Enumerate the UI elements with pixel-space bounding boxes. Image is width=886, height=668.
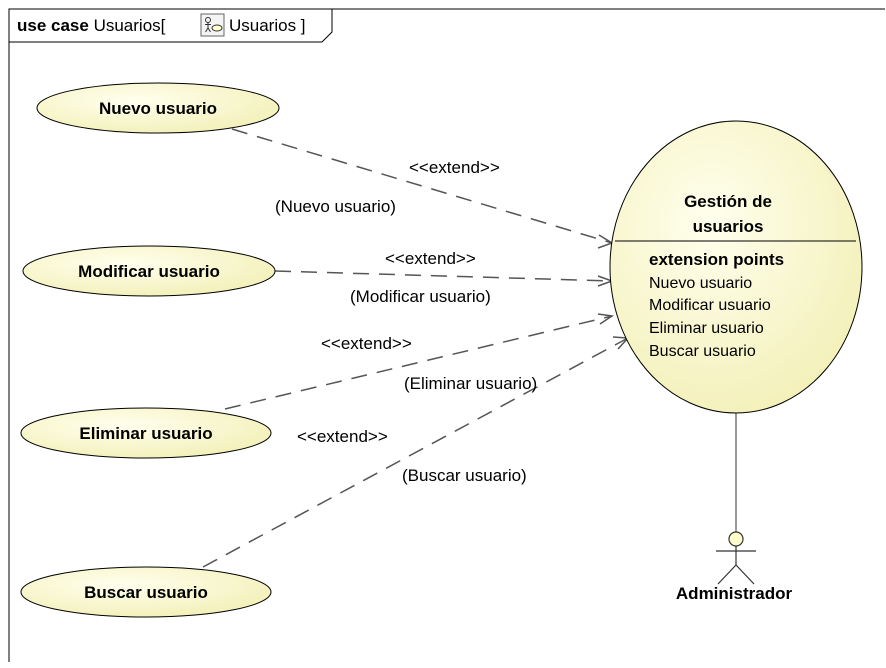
actor-label: Administrador xyxy=(676,584,793,603)
usecase-eliminar-usuario[interactable]: Eliminar usuario xyxy=(20,407,272,459)
extend-line-buscar xyxy=(202,337,629,568)
main-usecase-title-line2: usuarios xyxy=(693,217,764,236)
extend-condition-buscar: (Buscar usuario) xyxy=(402,466,527,485)
usecase-label: Modificar usuario xyxy=(78,262,220,281)
extend-stereotype-modificar: <<extend>> xyxy=(385,249,476,268)
extend-condition-modificar: (Modificar usuario) xyxy=(350,287,491,306)
frame-keyword: use case xyxy=(17,16,89,35)
diagram-frame: use case Usuarios[ Usuarios ] xyxy=(8,8,885,662)
actor-administrador[interactable]: Administrador xyxy=(676,531,793,603)
usecase-label: Buscar usuario xyxy=(84,583,208,602)
usecase-gestion-de-usuarios[interactable]: Gestión de usuarios extension points Nue… xyxy=(609,120,863,414)
arrowhead-nuevo xyxy=(597,234,614,249)
extend-line-nuevo xyxy=(231,128,613,244)
usecase-modificar-usuario[interactable]: Modificar usuario xyxy=(22,245,276,297)
diagram-ref-icon[interactable] xyxy=(200,13,225,37)
main-usecase-title-line1: Gestión de xyxy=(684,192,772,211)
extend-stereotype-eliminar: <<extend>> xyxy=(321,334,412,353)
extend-line-modificar xyxy=(274,270,613,282)
usecase-label: Eliminar usuario xyxy=(79,424,212,443)
arrowhead-eliminar xyxy=(597,313,615,325)
extension-point-item: Modificar usuario xyxy=(649,297,771,314)
extension-point-item: Eliminar usuario xyxy=(649,320,764,337)
frame-diagram-ref: Usuarios ] xyxy=(229,16,306,35)
usecase-buscar-usuario[interactable]: Buscar usuario xyxy=(20,566,272,618)
extend-condition-eliminar: (Eliminar usuario) xyxy=(404,374,537,393)
frame-tab xyxy=(9,9,333,43)
extension-point-item: Buscar usuario xyxy=(649,343,756,360)
extension-point-item: Nuevo usuario xyxy=(649,275,752,292)
extend-line-eliminar xyxy=(224,315,613,410)
extend-condition-nuevo: (Nuevo usuario) xyxy=(275,197,396,216)
usecase-nuevo-usuario[interactable]: Nuevo usuario xyxy=(36,82,280,134)
svg-text:use case Usuarios[: use case Usuarios[ xyxy=(17,16,166,35)
extension-points-header: extension points xyxy=(649,250,784,269)
actor-stick-figure-icon xyxy=(716,531,756,585)
usecase-label: Nuevo usuario xyxy=(99,99,217,118)
frame-name: Usuarios[ xyxy=(94,16,166,35)
extend-stereotype-buscar: <<extend>> xyxy=(297,427,388,446)
extend-stereotype-nuevo: <<extend>> xyxy=(409,158,500,177)
